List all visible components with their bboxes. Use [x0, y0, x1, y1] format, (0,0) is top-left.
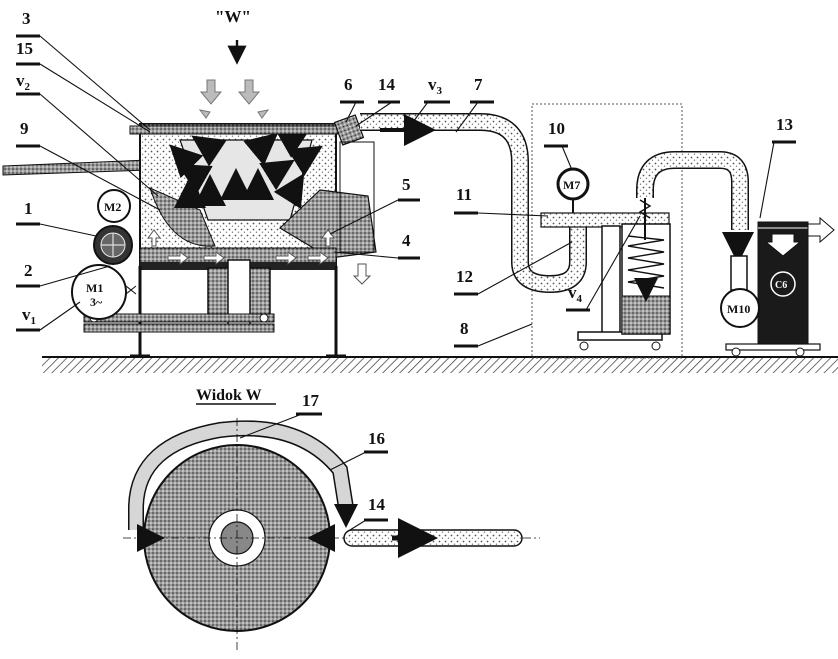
motor-m2-label: M2 — [104, 200, 121, 214]
motor-m1-phase: 3~ — [90, 295, 103, 309]
fan-unit-c6: C6 — [725, 216, 835, 357]
roller-1 — [93, 225, 133, 265]
ground-floor — [42, 356, 838, 373]
label-v1: v1 — [22, 305, 36, 327]
airflow-arrows — [147, 79, 372, 285]
view-w-indicator: "W" — [215, 7, 251, 65]
c6-label: C6 — [775, 280, 787, 291]
label-6: 6 — [344, 75, 353, 94]
motor-m1-label: M1 — [86, 281, 103, 295]
motor-m1: M1 3~ — [71, 264, 137, 320]
label-5: 5 — [402, 175, 411, 194]
section-view-w: Widok W 17 16 14 — [123, 387, 540, 650]
label-12: 12 — [456, 267, 473, 286]
label-16: 16 — [368, 429, 385, 448]
leader-lines — [16, 34, 796, 348]
label-7: 7 — [474, 75, 483, 94]
label-v3: v3 — [428, 75, 443, 97]
label-v2: v2 — [16, 71, 31, 93]
motor-m7: M7 — [556, 167, 590, 213]
separator-housing — [139, 123, 377, 270]
label-13: 13 — [776, 115, 793, 134]
feed-conveyor — [2, 159, 149, 176]
drive-belt-assembly — [83, 313, 275, 333]
label-8: 8 — [460, 319, 469, 338]
view-w-label: "W" — [215, 7, 251, 26]
label-15: 15 — [16, 39, 33, 58]
label-2: 2 — [24, 261, 33, 280]
label-9: 9 — [20, 119, 29, 138]
number-labels: 3 15 v2 9 1 2 v1 6 14 v3 7 5 4 10 11 12 … — [16, 9, 793, 338]
cyclone-enclosure — [531, 103, 683, 359]
label-v4: v4 — [568, 283, 583, 305]
label-3: 3 — [22, 9, 31, 28]
label-17: 17 — [302, 391, 320, 410]
exhaust-pipe — [129, 113, 587, 294]
label-14-view: 14 — [368, 495, 386, 514]
motor-m10: M10 — [720, 288, 760, 328]
motor-m2: M2 — [97, 189, 131, 223]
motor-m7-label: M7 — [563, 178, 580, 192]
section-title: Widok W — [196, 387, 262, 404]
label-4: 4 — [402, 231, 411, 250]
label-14: 14 — [378, 75, 396, 94]
label-11: 11 — [456, 185, 472, 204]
label-1: 1 — [24, 199, 33, 218]
support-frame — [130, 259, 346, 358]
label-10: 10 — [548, 119, 565, 138]
motor-m10-label: M10 — [727, 302, 750, 316]
